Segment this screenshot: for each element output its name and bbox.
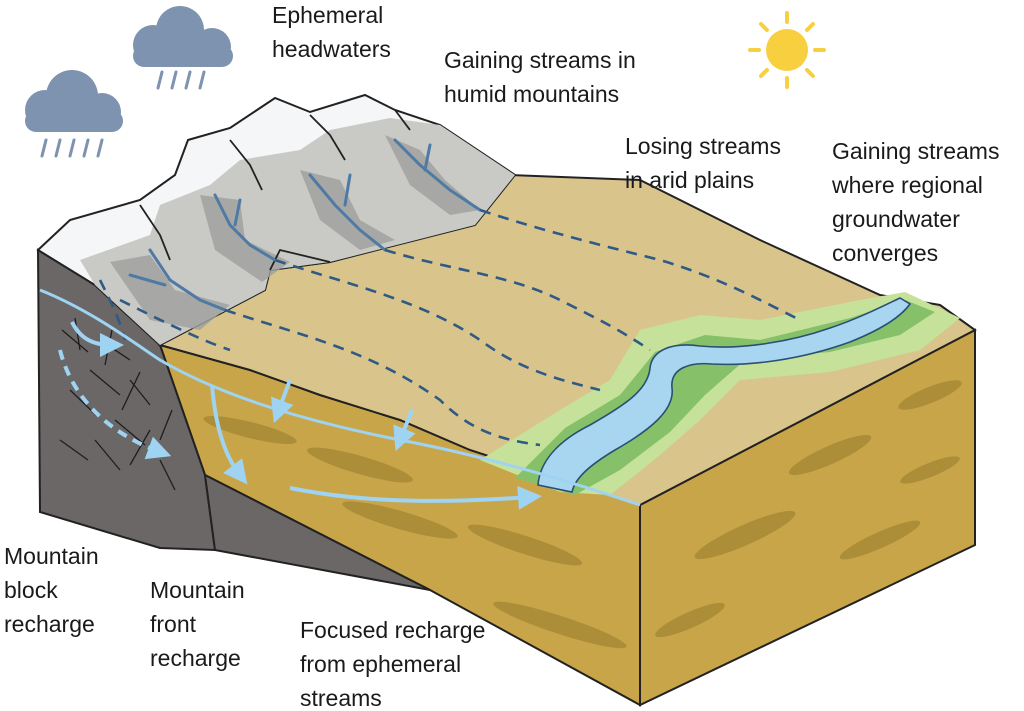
mountain-block-arrow-lower — [58, 349, 172, 460]
rain-cloud-icon — [25, 70, 123, 158]
focused-recharge-arrow-2 — [393, 409, 416, 452]
rain-cloud-icon — [133, 6, 233, 90]
focused-recharge-arrow-1 — [270, 379, 294, 424]
label-focused-recharge: Focused recharge from ephemeral streams — [300, 617, 486, 711]
headwater-streams — [128, 138, 482, 312]
label-ephemeral-headwaters: Ephemeral headwaters — [272, 2, 391, 62]
block-left-face-lenses — [203, 416, 627, 649]
sun-icon — [748, 11, 826, 89]
mountain-block-arrow-upper — [70, 321, 124, 357]
ridgelines — [139, 109, 411, 271]
bedrock-wedge — [203, 473, 431, 591]
label-losing-streams-arid: Losing streams in arid plains — [625, 133, 781, 193]
label-mountain-front-recharge: Mountain front recharge — [150, 577, 245, 671]
river — [537, 297, 912, 493]
recharge-arrows — [58, 321, 542, 510]
losing-streams — [98, 208, 801, 447]
block-right-face-lenses — [655, 380, 962, 638]
focused-recharge-arrow-long — [289, 485, 542, 510]
mountain-front-arrow — [210, 384, 248, 485]
label-gaining-streams-regional: Gaining streams where regional groundwat… — [832, 138, 1000, 266]
label-mountain-block-recharge: Mountain block recharge — [4, 543, 99, 637]
label-gaining-streams-humid: Gaining streams in humid mountains — [444, 47, 636, 107]
